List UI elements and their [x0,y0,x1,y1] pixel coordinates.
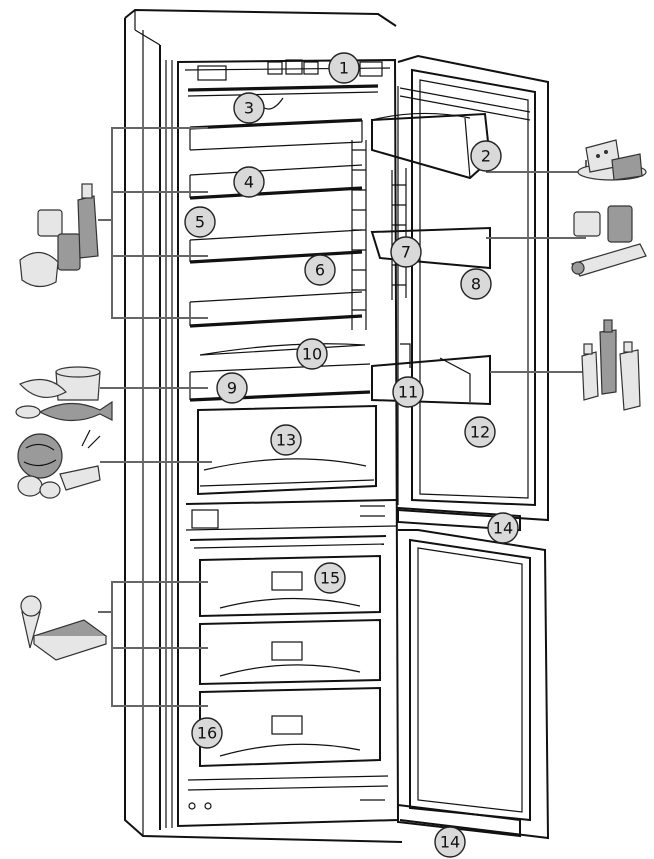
callout-2: 2 [470,140,502,172]
upper-door [370,54,549,532]
callout-14-lower: 14 [434,826,466,858]
callout-3-label: 3 [244,99,254,118]
callout-11: 11 [392,376,424,408]
jars-tube-icon [571,205,647,277]
ice-cream-icon [20,595,108,661]
callout-1: 1 [328,52,360,84]
lower-door [397,529,550,840]
callout-9: 9 [216,372,248,404]
callout-15-label: 15 [320,569,340,588]
callout-13: 13 [270,424,302,456]
callout-12-label: 12 [470,423,490,442]
callout-7: 7 [390,236,422,268]
callout-16: 16 [191,717,223,749]
callout-4: 4 [233,166,265,198]
callout-4-label: 4 [244,173,254,192]
pot-fish-icon [15,366,113,422]
callout-8: 8 [460,268,492,300]
callout-10: 10 [296,338,328,370]
freezer-drawers [187,535,389,810]
callout-6: 6 [304,254,336,286]
cabinet [124,8,403,843]
dairy-icon [577,139,647,181]
control-panel [197,59,383,81]
callout-3: 3 [233,92,265,124]
callout-14-lower-label: 14 [440,833,460,852]
callout-2-label: 2 [481,147,491,166]
callout-13-label: 13 [276,431,296,450]
callout-16-label: 16 [197,724,217,743]
callout-6-label: 6 [315,261,325,280]
callout-14-upper: 14 [487,512,519,544]
callout-12: 12 [464,416,496,448]
callout-5: 5 [184,206,216,238]
callout-5-label: 5 [195,213,205,232]
fridge-shelves [185,84,397,531]
callout-7-label: 7 [401,243,411,262]
callout-8-label: 8 [471,275,481,294]
callout-11-label: 11 [398,383,418,402]
callout-9-label: 9 [227,379,237,398]
callout-15: 15 [314,562,346,594]
leader-lines [98,127,587,707]
jars-bottle-icon [19,183,99,288]
bottles-icon [581,319,641,411]
callout-1-label: 1 [339,59,349,78]
callout-14-upper-label: 14 [493,519,513,538]
callout-10-label: 10 [302,345,322,364]
vegetables-icon [17,429,101,499]
